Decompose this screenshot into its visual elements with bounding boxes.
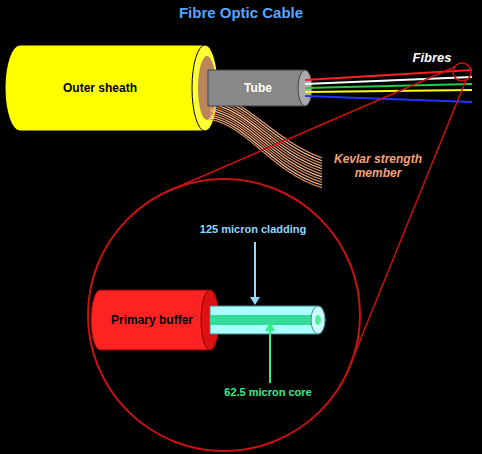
fibre <box>305 84 472 88</box>
fibre <box>305 90 472 92</box>
core-body <box>210 315 318 325</box>
diagram-title: Fibre Optic Cable <box>0 4 482 21</box>
buffer-body <box>91 290 219 350</box>
magnify-spot <box>453 63 471 81</box>
pointer-head <box>250 297 260 305</box>
fibre <box>305 77 472 84</box>
magnify-line <box>347 80 466 373</box>
part-name: Outer sheath <box>63 81 137 95</box>
cladding-body <box>210 306 325 334</box>
pointer-line <box>254 242 256 299</box>
kevlar-strand <box>210 119 322 188</box>
sheath-body <box>5 45 218 131</box>
cladding-face <box>311 306 325 334</box>
buffer-label-box: Primary buffer <box>102 305 202 335</box>
sheath-label-box: Outer sheath <box>25 73 175 103</box>
tube-label-box: Tube <box>218 75 298 101</box>
kevlar-label: Kevlar strength member <box>326 152 430 181</box>
core-label: 62.5 micron core <box>224 386 311 399</box>
kevlar-strand <box>210 117 322 185</box>
magnify-circle <box>88 179 360 451</box>
part-name: Tube <box>244 81 272 95</box>
fibres-label: Fibres <box>412 50 451 66</box>
fibre <box>305 96 472 102</box>
fibres <box>305 70 472 102</box>
pointer-line <box>269 331 271 383</box>
part-name: Primary buffer <box>111 313 193 327</box>
tube-body <box>208 70 312 106</box>
magnify-line <box>167 67 456 192</box>
kevlar-strands <box>210 95 322 188</box>
pointer-head <box>265 322 275 331</box>
core-face <box>315 315 321 325</box>
cladding-label: 125 micron cladding <box>200 223 306 236</box>
